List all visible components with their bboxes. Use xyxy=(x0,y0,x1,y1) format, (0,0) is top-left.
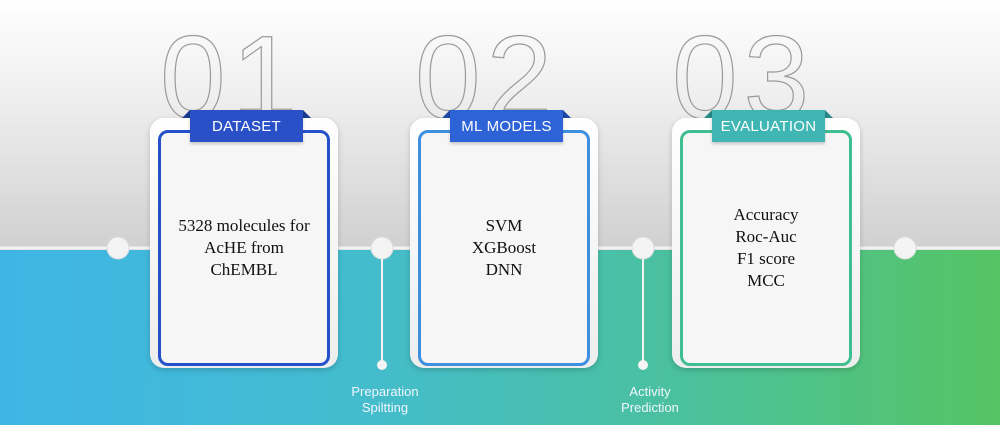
timeline-node-3 xyxy=(631,236,655,260)
timeline-node-1 xyxy=(106,236,130,260)
card-line: F1 score xyxy=(736,249,796,268)
tag-fold xyxy=(442,110,450,118)
tag-fold xyxy=(303,110,311,118)
tag-ml-models: ML MODELS xyxy=(450,110,563,142)
label-line: Preparation xyxy=(351,384,419,399)
card-line: DNN xyxy=(485,260,523,279)
timeline-drop-dot-1 xyxy=(377,360,387,370)
timeline-node-4 xyxy=(893,236,917,260)
timeline-label-preparation: Preparation Spiltting xyxy=(330,384,440,416)
tag-fold xyxy=(825,110,833,118)
card-content: 5328 molecules for AcHE from ChEMBL xyxy=(161,133,327,363)
tag-fold xyxy=(563,110,571,118)
tag-dataset: DATASET xyxy=(190,110,303,142)
card-line: ChEMBL xyxy=(210,260,278,279)
timeline-drop-dot-2 xyxy=(638,360,648,370)
timeline-node-2 xyxy=(370,236,394,260)
card-line: SVM xyxy=(485,216,523,235)
card-content: SVM XGBoost DNN xyxy=(421,133,587,363)
card-line: AcHE from xyxy=(204,238,284,257)
tag-fold xyxy=(182,110,190,118)
label-line: Prediction xyxy=(621,400,679,415)
card-dataset: DATASET 5328 molecules for AcHE from ChE… xyxy=(150,110,338,368)
tag-evaluation: EVALUATION xyxy=(712,110,825,142)
card-frame xyxy=(680,130,852,366)
card-line: Roc-Auc xyxy=(735,227,797,246)
card-line: XGBoost xyxy=(471,238,537,257)
card-evaluation: EVALUATION Accuracy Roc-Auc F1 score MCC xyxy=(672,110,860,368)
card-line: MCC xyxy=(747,271,785,290)
tag-fold xyxy=(704,110,712,118)
card-line: 5328 molecules for xyxy=(178,216,310,235)
card-frame xyxy=(158,130,330,366)
card-line: Accuracy xyxy=(733,205,799,224)
timeline-label-activity: Activity Prediction xyxy=(595,384,705,416)
card-content: Accuracy Roc-Auc F1 score MCC xyxy=(683,133,849,363)
label-line: Spiltting xyxy=(361,400,409,415)
label-line: Activity xyxy=(629,384,671,399)
card-ml-models: ML MODELS SVM XGBoost DNN xyxy=(410,110,598,368)
